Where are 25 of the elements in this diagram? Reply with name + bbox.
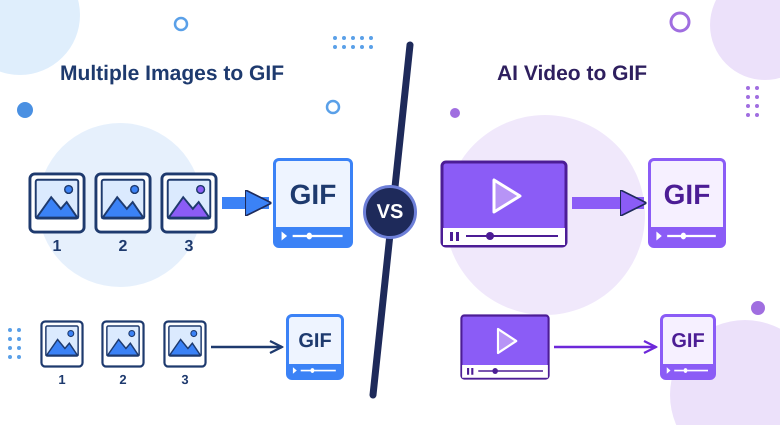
image-icon: [163, 320, 207, 368]
image-icon: [101, 320, 145, 368]
video-player-icon: [440, 160, 568, 248]
arrow: [554, 340, 658, 354]
number-label: 2: [118, 238, 128, 256]
arrow: [222, 189, 272, 217]
heading: AI Video to GIF: [497, 62, 648, 86]
gif-file-card: GIF: [648, 158, 726, 248]
number-label: 1: [52, 238, 62, 256]
image-icon: [28, 172, 86, 234]
number-label: 2: [118, 372, 128, 387]
number-label: 1: [57, 372, 67, 387]
image-icon: [160, 172, 218, 234]
number-label: 3: [184, 238, 194, 256]
image-icon: [40, 320, 84, 368]
arrow: [572, 189, 648, 217]
image-icon: [94, 172, 152, 234]
number-label: 3: [180, 372, 190, 387]
gif-file-card: GIF: [660, 314, 716, 380]
gif-file-card: GIF: [286, 314, 344, 380]
arrow: [211, 340, 284, 354]
heading: Multiple Images to GIF: [60, 62, 284, 86]
vs-badge: VS: [363, 185, 417, 239]
gif-file-card: GIF: [273, 158, 353, 248]
video-player-icon: [460, 314, 550, 380]
